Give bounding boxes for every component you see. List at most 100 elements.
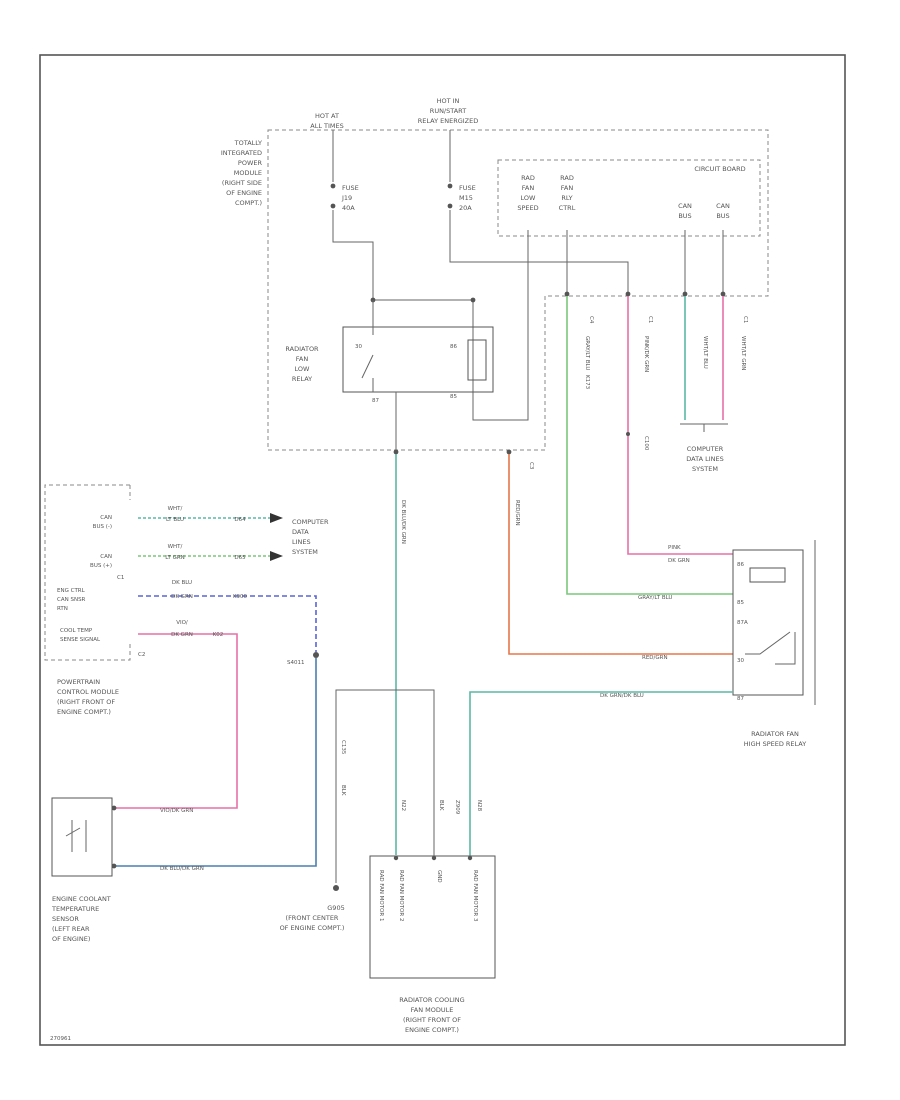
svg-text:RELAY ENERGIZED: RELAY ENERGIZED <box>418 117 478 125</box>
svg-text:SENSE SIGNAL: SENSE SIGNAL <box>60 637 101 643</box>
svg-text:RADIATOR: RADIATOR <box>285 345 319 353</box>
svg-text:POWER: POWER <box>238 159 263 167</box>
svg-text:20A: 20A <box>459 204 472 212</box>
svg-text:D64: D64 <box>234 517 246 523</box>
svg-text:(RIGHT FRONT OF: (RIGHT FRONT OF <box>403 1016 461 1024</box>
svg-text:SYSTEM: SYSTEM <box>292 548 318 556</box>
svg-text:(FRONT CENTER: (FRONT CENTER <box>286 914 339 922</box>
svg-text:RAD: RAD <box>560 174 574 182</box>
svg-text:RAD FAN MOTOR 3: RAD FAN MOTOR 3 <box>472 870 478 922</box>
svg-text:RADIATOR COOLING: RADIATOR COOLING <box>399 996 464 1004</box>
can-bus-label-1: CAN BUS <box>678 202 692 220</box>
svg-text:PINK: PINK <box>668 545 681 551</box>
pcm-boundary <box>44 484 131 661</box>
svg-text:COMPT.): COMPT.) <box>235 199 262 207</box>
high-relay-pin87: 87 <box>737 696 744 702</box>
svg-text:CAN: CAN <box>678 202 692 210</box>
svg-text:VIO/: VIO/ <box>176 620 188 626</box>
fuse-m15-terminal-top <box>447 183 453 189</box>
sensor-thermistor <box>65 820 87 852</box>
svg-text:Z909: Z909 <box>454 800 460 815</box>
svg-text:CAN: CAN <box>100 554 112 560</box>
svg-text:K02: K02 <box>213 632 224 638</box>
connector-c4-a: C4 <box>588 316 594 324</box>
svg-text:CONTROL MODULE: CONTROL MODULE <box>57 688 119 696</box>
svg-text:BUS: BUS <box>716 212 729 220</box>
computer-data-lines-right-label: COMPUTER DATA LINES SYSTEM <box>686 445 723 473</box>
wire-pink-dk-grn-label: PINK/DK GRN <box>643 336 649 372</box>
svg-text:OF ENGINE): OF ENGINE) <box>52 935 90 943</box>
svg-text:BUS (+): BUS (+) <box>90 563 112 569</box>
high-relay-pin87a: 87A <box>737 620 748 626</box>
svg-text:N28: N28 <box>476 800 482 812</box>
svg-text:SPEED: SPEED <box>517 204 538 212</box>
circuit-board-label: CIRCUIT BOARD <box>694 165 745 173</box>
svg-text:G905: G905 <box>327 904 344 912</box>
svg-text:M15: M15 <box>459 194 473 202</box>
wire-dk-grn-dk-blu <box>469 691 733 858</box>
svg-text:SENSOR: SENSOR <box>52 915 79 923</box>
ground-g905-terminal <box>333 885 339 891</box>
svg-text:DK GRN: DK GRN <box>171 594 193 600</box>
sensor-wire-bottom-label: DK BLU/DK GRN <box>160 866 204 872</box>
svg-text:MODULE: MODULE <box>234 169 262 177</box>
svg-text:BUS: BUS <box>678 212 691 220</box>
fan-module-pins <box>393 855 473 861</box>
computer-data-bracket-right <box>680 423 728 432</box>
svg-text:LT BLU: LT BLU <box>166 517 184 523</box>
wire-k173-label: K173 <box>584 375 590 390</box>
svg-text:40A: 40A <box>342 204 355 212</box>
fuse-j19-terminal-bottom <box>330 203 336 209</box>
svg-text:FAN: FAN <box>522 184 535 192</box>
splice-relay-supply-right <box>470 297 476 303</box>
pcm-eng-ctrl-label: ENG CTRL CAN SNSR RTN <box>57 588 86 612</box>
svg-text:LINES: LINES <box>292 538 311 546</box>
low-relay-label: RADIATOR FAN LOW RELAY <box>285 345 319 383</box>
svg-text:INTEGRATED: INTEGRATED <box>221 149 262 157</box>
pcm-label: POWERTRAIN CONTROL MODULE (RIGHT FRONT O… <box>57 678 119 716</box>
low-relay-coil <box>467 339 487 381</box>
svg-text:RLY: RLY <box>561 194 572 202</box>
pcm-can-bus-minus: CAN BUS (-) <box>93 515 112 530</box>
svg-text:OF ENGINE COMPT.): OF ENGINE COMPT.) <box>280 924 345 932</box>
fuse-m15-label: FUSE M15 20A <box>459 184 476 212</box>
svg-text:RADIATOR FAN: RADIATOR FAN <box>751 730 799 738</box>
wire-wht-lt-blu-label: WHT/LT BLU <box>702 336 708 369</box>
wire-fuse-j19-out <box>332 210 374 300</box>
sensor-wire-top-label: VIO/DK GRN <box>160 808 193 814</box>
svg-text:FAN MODULE: FAN MODULE <box>411 1006 454 1014</box>
svg-text:ENG CTRL: ENG CTRL <box>57 588 86 594</box>
svg-text:LOW: LOW <box>295 365 311 373</box>
pcm-can-bus-plus: CAN BUS (+) <box>90 554 112 569</box>
fuse-j19-terminal-top <box>330 183 336 189</box>
pcm-connector-c2: C2 <box>138 652 145 658</box>
svg-text:D65: D65 <box>234 555 246 561</box>
can-bus-label-2: CAN BUS <box>716 202 730 220</box>
pcm-wire-k02-label: VIO/ DK GRN K02 <box>171 620 223 638</box>
high-relay-coil <box>749 567 786 583</box>
svg-text:ENGINE COMPT.): ENGINE COMPT.) <box>405 1026 459 1034</box>
svg-text:TOTALLY: TOTALLY <box>234 139 262 147</box>
low-relay-pin86: 86 <box>450 344 457 350</box>
svg-text:ENGINE COOLANT: ENGINE COOLANT <box>52 895 111 903</box>
tipm-boundary <box>267 129 769 451</box>
svg-text:ENGINE COMPT.): ENGINE COMPT.) <box>57 708 111 716</box>
wire-red-grn <box>508 454 733 655</box>
wire-wht-lt-grn-label: WHT/LT GRN <box>740 336 746 370</box>
svg-text:WHT/: WHT/ <box>168 544 183 550</box>
svg-text:LOW: LOW <box>521 194 537 202</box>
svg-text:FAN: FAN <box>296 355 309 363</box>
svg-text:CAN SNSR: CAN SNSR <box>57 597 86 603</box>
svg-text:BUS (-): BUS (-) <box>93 524 112 530</box>
splice-s4011 <box>313 652 319 658</box>
ground-wire-label: BLK <box>340 785 346 796</box>
tipm-connector-row <box>564 291 726 297</box>
connector-c3-pin-b <box>506 449 512 455</box>
low-relay-pin85: 85 <box>450 394 457 400</box>
wire-dk-blu-dk-grn-label: DK BLU/DK GRN <box>400 500 406 544</box>
svg-text:FAN: FAN <box>561 184 574 192</box>
wire-sensor-return <box>115 658 317 867</box>
svg-text:RAD FAN MOTOR 1: RAD FAN MOTOR 1 <box>378 870 384 921</box>
svg-text:RTN: RTN <box>57 606 68 612</box>
